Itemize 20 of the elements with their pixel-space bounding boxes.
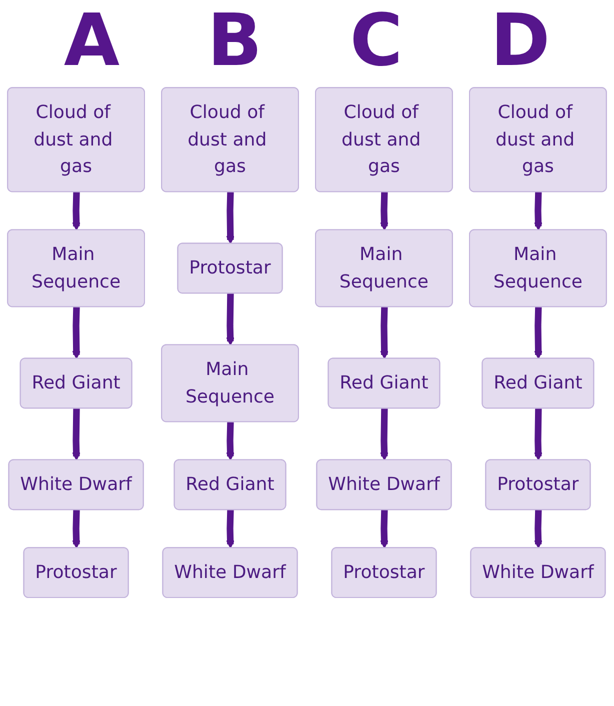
arrow [534,192,542,231]
arrow [380,192,388,231]
column-letter: C [350,4,403,76]
arrow [534,408,542,461]
arrow [72,192,80,231]
column-letter: A [64,4,120,76]
arrow [380,307,389,360]
arrow [72,307,81,360]
arrow [226,422,234,461]
arrow [380,408,388,461]
column-letter: B [207,4,262,76]
arrow [72,408,80,461]
column-letter: D [490,4,550,76]
arrow [226,510,234,548]
arrow [226,294,234,346]
arrow [226,192,235,244]
arrow [534,307,542,360]
arrow [380,510,388,548]
arrow [72,510,80,548]
arrow [534,510,542,548]
